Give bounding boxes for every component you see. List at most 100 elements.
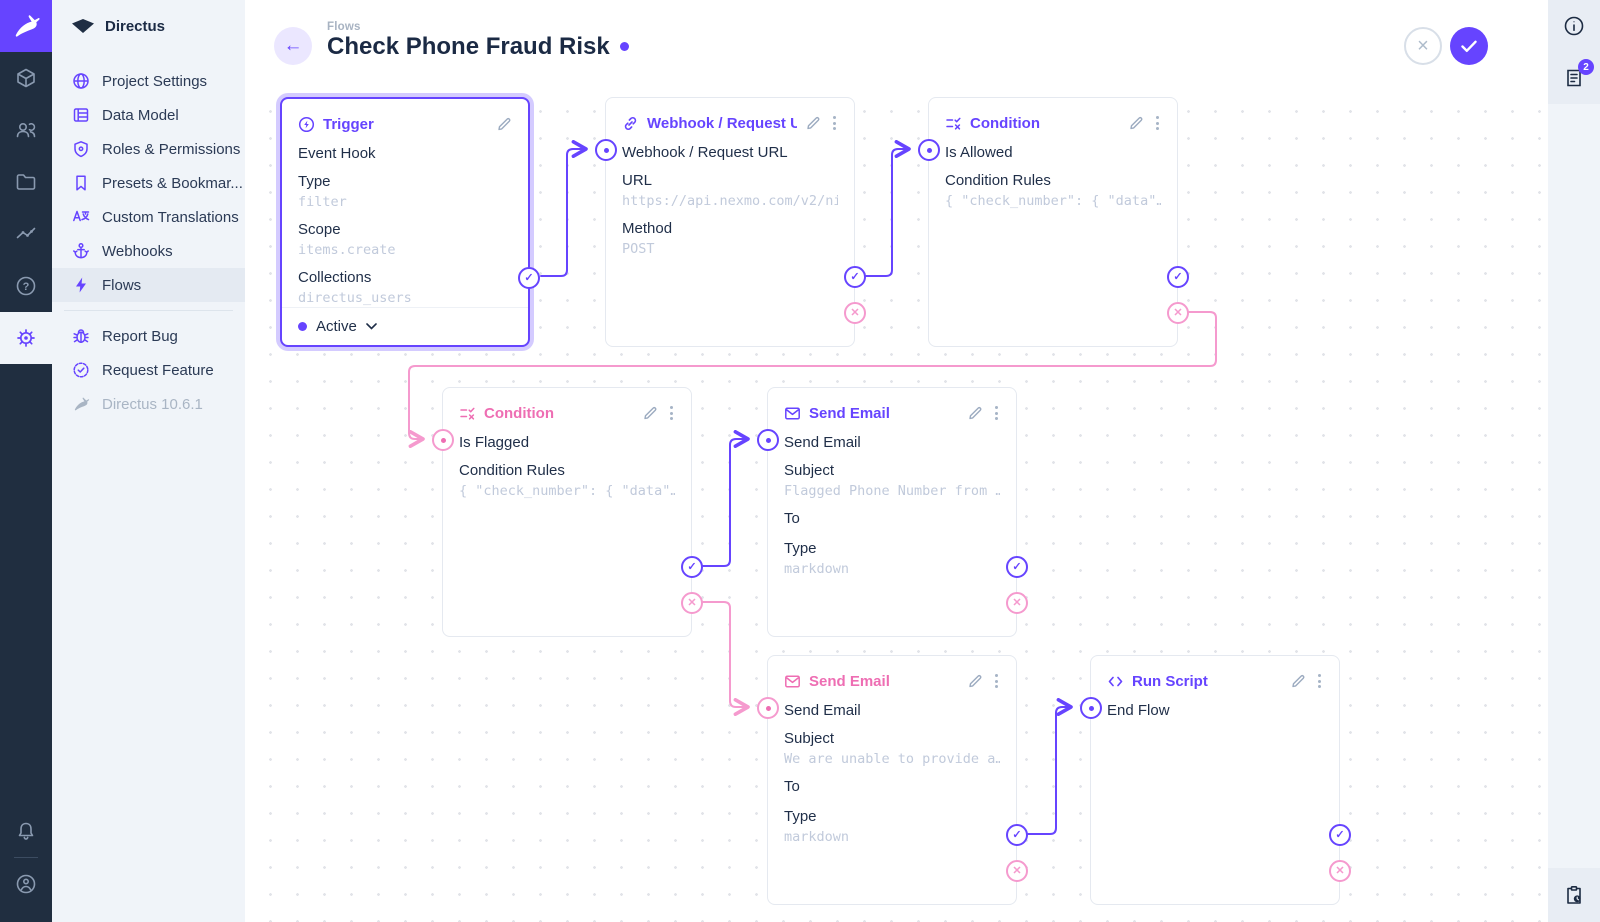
reject-port[interactable]: ✕ [1329, 860, 1351, 882]
resolve-port[interactable]: ✓ [844, 266, 866, 288]
sidebar-item-flows[interactable]: Flows [52, 268, 245, 302]
save-button[interactable] [1450, 27, 1488, 65]
user-directory-module-icon[interactable] [0, 104, 52, 156]
node-title: Trigger [323, 115, 374, 133]
more-options-icon[interactable] [1154, 114, 1161, 132]
info-icon[interactable] [1548, 0, 1600, 52]
flow-node-send-email-flagged[interactable]: Send Email Send Email Subject Flagged Ph… [757, 387, 1028, 637]
sidebar-item-project-settings[interactable]: Project Settings [52, 64, 245, 98]
resolve-port[interactable]: ✓ [1167, 266, 1189, 288]
sidebar-item-version: Directus 10.6.1 [52, 387, 245, 421]
sidebar-item-webhooks[interactable]: Webhooks [52, 234, 245, 268]
node-row: Collections [298, 269, 372, 286]
node-row: POST [622, 241, 655, 257]
operations-clipboard-icon[interactable] [1548, 869, 1600, 921]
sidebar-item-request-feature[interactable]: Request Feature [52, 353, 245, 387]
settings-module-icon[interactable] [0, 312, 52, 364]
node-title: Run Script [1132, 672, 1208, 690]
node-row: Subject [784, 462, 835, 479]
input-port[interactable] [757, 429, 779, 451]
input-port[interactable] [595, 139, 617, 161]
resolve-port[interactable]: ✓ [1006, 556, 1028, 578]
sidebar-divider [64, 310, 233, 311]
more-options-icon[interactable] [993, 672, 1000, 690]
node-row: markdown [784, 829, 850, 845]
edit-icon[interactable] [967, 405, 983, 421]
reject-port[interactable]: ✕ [1006, 592, 1028, 614]
resolve-port[interactable]: ✓ [1006, 824, 1028, 846]
node-row: directus_users [298, 290, 412, 306]
flow-node-send-email-unable[interactable]: Send Email Send Email Subject We are una… [757, 655, 1028, 905]
input-port[interactable] [918, 139, 940, 161]
user-avatar-icon[interactable] [0, 858, 52, 910]
reject-port[interactable]: ✕ [1167, 302, 1189, 324]
notifications-bell-icon[interactable] [0, 805, 52, 857]
edit-icon[interactable] [805, 115, 821, 131]
back-button[interactable]: ← [274, 27, 312, 65]
node-title: Webhook / Request URL [647, 114, 797, 132]
condition-rule-icon [946, 117, 961, 130]
resolve-port[interactable]: ✓ [681, 556, 703, 578]
insights-module-icon[interactable] [0, 208, 52, 260]
flow-node-trigger[interactable]: Trigger Event Hook Type filter Scope ite… [280, 97, 540, 347]
breadcrumb[interactable]: Flows [327, 21, 361, 33]
sidebar-item-report-bug[interactable]: Report Bug [52, 319, 245, 353]
flow-node-condition-allowed[interactable]: Condition Is Allowed Condition Rules { "… [918, 97, 1189, 347]
node-row: Method [622, 220, 673, 237]
more-options-icon[interactable] [668, 404, 675, 422]
edit-icon[interactable] [496, 116, 512, 132]
node-row: Type [784, 808, 817, 825]
input-port[interactable] [432, 429, 454, 451]
node-row: Scope [298, 221, 341, 238]
directus-logo[interactable] [0, 0, 52, 52]
revisions-log-icon[interactable]: 2 [1548, 52, 1600, 104]
edit-icon[interactable] [1128, 115, 1144, 131]
edit-icon[interactable] [967, 673, 983, 689]
trigger-bolt-icon [298, 116, 315, 132]
sidebar-item-presets-bookmarks[interactable]: Presets & Bookmar... [52, 166, 245, 200]
reject-port[interactable]: ✕ [681, 592, 703, 614]
content-module-icon[interactable] [0, 52, 52, 104]
node-row: Type [298, 173, 331, 190]
chevron-down-icon [366, 323, 377, 330]
node-row: Condition Rules [459, 462, 565, 479]
sidebar-item-custom-translations[interactable]: Custom Translations [52, 200, 245, 234]
anchor-icon [73, 243, 89, 259]
node-row: Type [784, 540, 817, 557]
sidebar-item-roles-permissions[interactable]: Roles & Permissions [52, 132, 245, 166]
resolve-port[interactable]: ✓ [518, 267, 540, 289]
back-arrow-icon: ← [283, 35, 303, 56]
mail-icon [785, 674, 800, 688]
flow-node-condition-flagged[interactable]: Condition Is Flagged Condition Rules { "… [432, 387, 703, 637]
reject-port[interactable]: ✕ [844, 302, 866, 324]
navigation-sidebar: Directus Project Settings Data Model Rol… [52, 0, 245, 922]
unsaved-indicator-dot [619, 42, 629, 51]
resolve-port[interactable]: ✓ [1329, 824, 1351, 846]
file-library-module-icon[interactable] [0, 156, 52, 208]
more-options-icon[interactable] [993, 404, 1000, 422]
input-port[interactable] [1080, 697, 1102, 719]
flow-node-run-script[interactable]: Run Script End Flow ✓ ✕ [1080, 655, 1351, 905]
project-name: Directus [105, 17, 166, 35]
module-bar-divider [14, 857, 38, 858]
flow-node-webhook[interactable]: Webhook / Request URL Webhook / Request … [595, 97, 866, 347]
flow-status-toggle[interactable]: Active [282, 307, 528, 345]
node-row: https://api.nexmo.com/v2/ni [622, 193, 838, 209]
active-status-dot [298, 322, 307, 331]
shield-icon [74, 141, 88, 158]
mail-icon [785, 406, 800, 420]
more-options-icon[interactable] [831, 114, 838, 132]
input-port[interactable] [757, 697, 779, 719]
reject-port[interactable]: ✕ [1006, 860, 1028, 882]
more-options-icon[interactable] [1316, 672, 1323, 690]
node-row: markdown [784, 561, 850, 577]
project-logo-icon [72, 18, 94, 33]
docs-module-icon[interactable]: ? [0, 260, 52, 312]
condition-rule-icon [460, 407, 475, 420]
sidebar-item-data-model[interactable]: Data Model [52, 98, 245, 132]
edit-icon[interactable] [642, 405, 658, 421]
project-switcher[interactable]: Directus [52, 0, 245, 52]
edit-icon[interactable] [1290, 673, 1306, 689]
cancel-button[interactable]: × [1404, 27, 1442, 65]
node-row: Send Email [784, 434, 861, 451]
